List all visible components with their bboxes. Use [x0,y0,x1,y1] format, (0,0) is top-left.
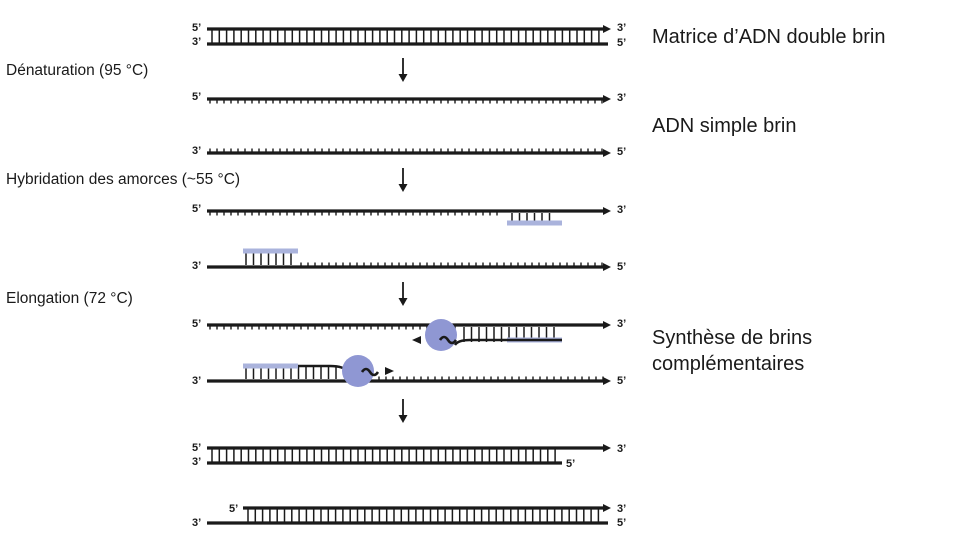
desc-double-strand-template: Matrice d’ADN double brin [652,26,886,48]
synthesis-direction-arrow [385,367,394,375]
end-label-3prime: 3’ [192,260,202,272]
desc-synthesis-line2: complémentaires [652,353,805,375]
end-label-3prime: 3’ [192,375,202,387]
strand-arrowhead [603,95,611,103]
end-label-3prime: 3’ [617,92,627,104]
end-label-3prime: 3’ [192,517,202,529]
strand-arrowhead [603,504,611,512]
end-label-5prime: 5’ [192,22,202,34]
end-label-5prime: 5’ [617,517,627,529]
synthesis-direction-arrow [412,336,421,344]
end-label-5prime: 5’ [192,318,202,330]
step-arrow-head [398,74,408,82]
strand-arrowhead [603,444,611,452]
step-arrow-head [398,298,408,306]
dna-polymerase [425,319,457,351]
step-denaturation: Dénaturation (95 °C) [6,62,149,79]
step-arrow-head [398,415,408,423]
end-label-3prime: 3’ [192,456,202,468]
growing-strand-tip [360,367,380,377]
primer [507,220,562,226]
end-label-3prime: 3’ [617,503,627,515]
strand-arrowhead [603,207,611,215]
end-label-3prime: 3’ [617,443,627,455]
strand-arrowhead [603,149,611,157]
end-label-3prime: 3’ [192,36,202,48]
step-hybridization: Hybridation des amorces (~55 °C) [6,171,241,188]
end-label-3prime: 3’ [617,318,627,330]
end-label-5prime: 5’ [617,37,627,49]
desc-synthesis-line1: Synthèse de brins [652,327,813,349]
primer [243,248,298,254]
strand-arrowhead [603,25,611,33]
strand-arrowhead [603,321,611,329]
growing-strand-tip [438,335,458,345]
step-arrow-head [398,184,408,192]
end-label-5prime: 5’ [617,375,627,387]
end-label-5prime: 5’ [617,261,627,273]
primer [243,363,298,369]
end-label-5prime: 5’ [192,91,202,103]
strand-arrowhead [603,377,611,385]
end-label-5prime: 5’ [192,203,202,215]
end-label-3prime: 3’ [617,22,627,34]
desc-single-strand: ADN simple brin [652,115,797,137]
end-label-5prime: 5’ [566,458,576,470]
end-label-5prime: 5’ [617,146,627,158]
end-label-3prime: 3’ [617,204,627,216]
end-label-5prime: 5’ [229,503,239,515]
new-strand [453,338,562,346]
end-label-3prime: 3’ [192,145,202,157]
end-label-5prime: 5’ [192,442,202,454]
dna-polymerase [342,355,374,387]
step-elongation: Elongation (72 °C) [6,290,133,307]
strand-arrowhead [603,263,611,271]
